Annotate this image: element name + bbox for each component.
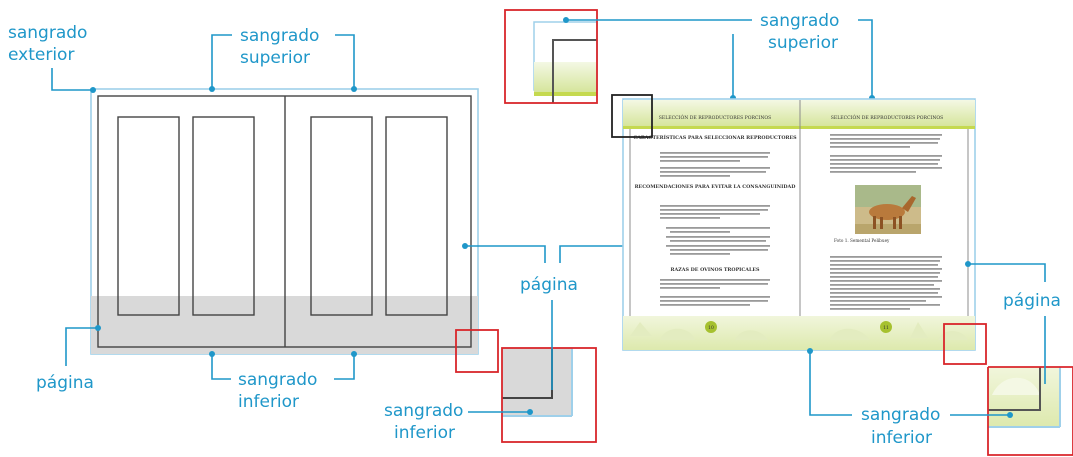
label-sangrado-superior-right: sangrado superior <box>730 11 875 101</box>
page-number-left: 10 <box>708 325 714 331</box>
label-line: inferior <box>871 428 932 448</box>
zoom-green-band <box>534 62 597 92</box>
left-heading-1: CARACTERÍSTICAS PARA SELECCIONAR REPRODU… <box>633 134 797 141</box>
label-line: sangrado <box>384 401 463 421</box>
label-line: sangrado <box>8 23 87 43</box>
zoom-green-rule <box>534 92 597 96</box>
leader-dot <box>527 409 533 415</box>
leader-dot <box>1007 412 1013 418</box>
leader-dot <box>351 86 357 92</box>
zoom-detail-bottom-right <box>988 367 1073 455</box>
schematic-spread <box>91 89 478 354</box>
leader-line <box>212 354 231 379</box>
leader-dot <box>209 86 215 92</box>
label-line: sangrado <box>861 405 940 425</box>
zoom-green-band <box>988 367 1060 427</box>
label-pagina-right: página <box>965 261 1061 384</box>
left-heading-3: RAZAS DE OVINOS TROPICALES <box>671 267 760 273</box>
horse-leg <box>893 217 896 229</box>
leader-dot <box>807 348 813 354</box>
leader-dot <box>90 87 96 93</box>
leader-line <box>212 35 232 89</box>
leader-dot <box>95 325 101 331</box>
left-heading-2: RECOMENDACIONES PARA EVITAR LA CONSANGUI… <box>635 184 796 190</box>
label-line: sangrado <box>238 370 317 390</box>
leader-line <box>858 20 872 98</box>
label-line: página <box>1003 291 1061 311</box>
leader-line <box>52 68 93 90</box>
zoom-detail-top <box>505 10 752 103</box>
zoom-detail-bottom-left <box>502 348 596 442</box>
photo-ground <box>855 224 921 234</box>
label-line: inferior <box>238 392 299 412</box>
header-band <box>623 100 975 126</box>
leader-dot <box>209 351 215 357</box>
label-line: sangrado <box>760 11 839 31</box>
leader-dot <box>462 243 468 249</box>
horse-leg <box>899 216 902 229</box>
label-sangrado-inferior-right: sangrado inferior <box>807 348 1013 448</box>
zoom-bleed-fill <box>502 348 572 416</box>
leader-line <box>810 351 852 415</box>
label-line: superior <box>768 33 838 53</box>
leader-line <box>335 35 354 89</box>
book-spread: SELECCIÓN DE REPRODUCTORES PORCINOS SELE… <box>623 99 975 350</box>
label-line: superior <box>240 48 310 68</box>
label-line: exterior <box>8 45 74 65</box>
label-sangrado-inferior-left: sangrado inferior <box>209 351 357 412</box>
leader-dot <box>965 261 971 267</box>
header-rule <box>623 126 975 129</box>
label-line: página <box>520 275 578 295</box>
horse-leg <box>873 216 876 229</box>
horse-leg <box>880 217 883 229</box>
page-number-right: 11 <box>883 325 889 331</box>
leader-line <box>560 246 630 263</box>
label-sangrado-exterior: sangrado exterior <box>8 23 96 93</box>
label-sangrado-superior-left: sangrado superior <box>209 26 357 92</box>
horse-photo <box>855 185 921 234</box>
label-line: página <box>36 373 94 393</box>
label-line: inferior <box>394 423 455 443</box>
photo-caption: Foto 1. Semental Pelibuey <box>834 238 890 243</box>
leader-line <box>334 354 354 379</box>
leader-line <box>968 264 1045 282</box>
label-line: sangrado <box>240 26 319 46</box>
leader-dot <box>351 351 357 357</box>
